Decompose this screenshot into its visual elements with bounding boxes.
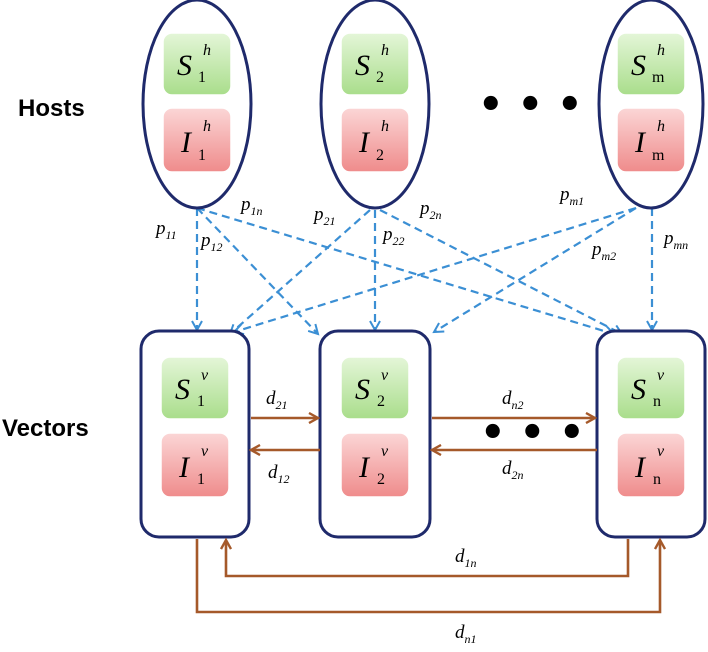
label-p12: p12 xyxy=(199,230,223,254)
host-m-s-main: S xyxy=(631,49,646,82)
vector-n-s-main: S xyxy=(631,373,646,406)
host-2-s-main: S xyxy=(355,49,370,82)
label-pm2: pm2 xyxy=(590,239,616,263)
edge-dn1 xyxy=(195,539,660,614)
hosts-ellipsis: • • • xyxy=(478,82,583,128)
vector-1-s-sup: v xyxy=(201,367,209,384)
host-m-s-box xyxy=(616,32,686,96)
host-2: S h 2 I h 2 xyxy=(319,0,431,210)
host-to-vector-edges xyxy=(196,206,652,334)
vector-2-s-main: S xyxy=(355,373,370,406)
edge-d1n xyxy=(226,539,630,578)
host-1: S h 1 I h 1 xyxy=(141,0,253,210)
label-p21: p21 xyxy=(312,204,336,228)
vector-n-s-sup: v xyxy=(657,367,665,384)
host-m-s-sup: h xyxy=(657,42,665,59)
host-1-i-sub: 1 xyxy=(198,147,206,164)
host-m: S h m I h m xyxy=(597,0,705,210)
host-2-i-sup: h xyxy=(381,118,389,135)
edge-pm2 xyxy=(434,207,637,332)
hosts-label: Hosts xyxy=(18,95,85,122)
host-m-i-sub: m xyxy=(652,147,665,164)
vector-1-i-box xyxy=(160,432,230,498)
vector-n-s-box xyxy=(616,356,686,420)
vector-1-s-sub: 1 xyxy=(197,393,205,410)
vectors-ellipsis: • • • xyxy=(480,410,585,456)
host-m-i-box xyxy=(616,107,686,173)
vector-2-s-sub: 2 xyxy=(377,393,385,410)
host-2-s-box xyxy=(340,32,410,96)
label-d12: d12 xyxy=(268,462,290,486)
host-1-s-main: S xyxy=(177,49,192,82)
vector-2-s-box xyxy=(340,356,410,420)
label-dn2: dn2 xyxy=(502,388,524,412)
host-m-i-sup: h xyxy=(657,118,665,135)
edge-p21 xyxy=(230,209,371,334)
vector-2-i-sup: v xyxy=(381,443,389,460)
label-p11: p11 xyxy=(154,218,177,242)
edge-pm1 xyxy=(234,206,637,332)
vector-1-i-sub: 1 xyxy=(197,471,205,488)
vector-1-i-sup: v xyxy=(201,443,209,460)
vectors-label: Vectors xyxy=(2,415,89,442)
vector-2-i-main: I xyxy=(358,451,371,484)
vector-n-s-sub: n xyxy=(653,393,661,410)
host-1-i-box xyxy=(162,107,232,173)
edge-p1n xyxy=(196,206,614,334)
host-2-s-sub: 2 xyxy=(376,69,384,86)
vector-n-i-sup: v xyxy=(657,443,665,460)
host-2-i-main: I xyxy=(358,126,371,159)
vector-2-i-box xyxy=(340,432,410,498)
vector-1-i-main: I xyxy=(178,451,191,484)
host-1-i-sup: h xyxy=(203,118,211,135)
vector-2: S v 2 I v 2 xyxy=(318,329,432,539)
host-1-s-sup: h xyxy=(203,42,211,59)
vector-movement-edges xyxy=(195,418,660,614)
label-p22: p22 xyxy=(381,224,405,248)
host-2-s-sup: h xyxy=(381,42,389,59)
label-d2n: d2n xyxy=(502,458,524,482)
label-pmn: pmn xyxy=(662,228,688,252)
d-labels: d21 d12 dn2 d2n d1n dn1 xyxy=(266,388,524,646)
host-m-s-sub: m xyxy=(652,69,665,86)
label-p1n: p1n xyxy=(239,194,263,218)
vector-1-s-main: S xyxy=(175,373,190,406)
label-d21: d21 xyxy=(266,388,288,412)
p-labels: p11 p12 p1n p21 p22 p2n pm1 pm2 pmn xyxy=(154,184,688,263)
host-m-i-main: I xyxy=(634,126,647,159)
host-1-s-sub: 1 xyxy=(198,69,206,86)
label-pm1: pm1 xyxy=(558,184,584,208)
vector-1-s-box xyxy=(160,356,230,420)
vector-n: S v n I v n xyxy=(595,329,707,539)
vector-2-s-sup: v xyxy=(381,367,389,384)
vector-n-i-main: I xyxy=(634,451,647,484)
vector-1: S v 1 I v 1 xyxy=(139,329,251,539)
label-d1n: d1n xyxy=(455,546,477,570)
label-p2n: p2n xyxy=(418,198,442,222)
edge-p2n xyxy=(379,209,622,334)
host-1-i-main: I xyxy=(180,126,193,159)
host-2-i-sub: 2 xyxy=(376,147,384,164)
host-1-s-box xyxy=(162,32,232,96)
label-dn1: dn1 xyxy=(455,622,477,646)
vector-2-i-sub: 2 xyxy=(377,471,385,488)
vector-n-i-box xyxy=(616,432,686,498)
host-2-i-box xyxy=(340,107,410,173)
vector-n-i-sub: n xyxy=(653,471,661,488)
